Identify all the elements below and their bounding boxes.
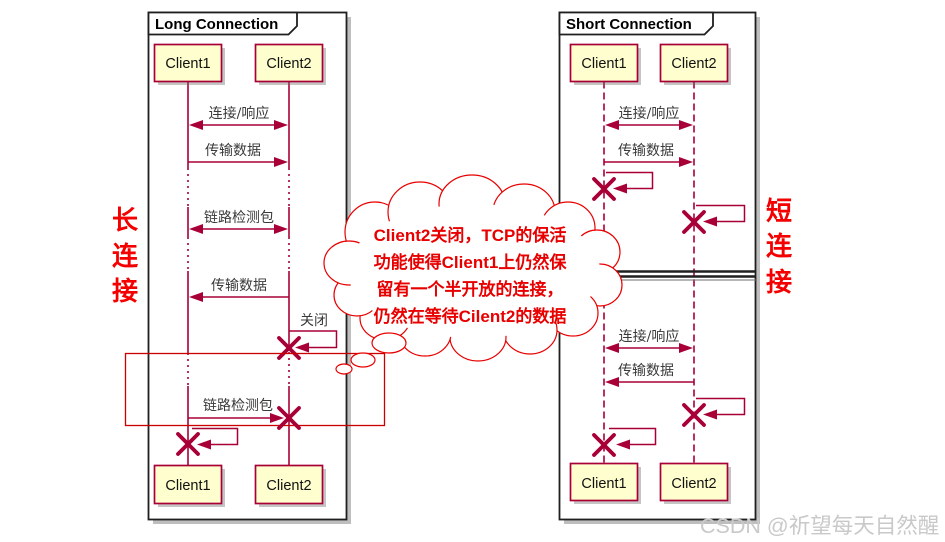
- arrowhead-left: [189, 292, 203, 302]
- message-label: 连接/响应: [619, 328, 680, 345]
- side-label-char: 短: [766, 196, 792, 226]
- participant-client1-bottom: Client1: [569, 462, 641, 504]
- cloud-text-line: 功能使得Client1上仍然保: [374, 252, 568, 272]
- message-transfer-data-1: 传输数据: [604, 143, 693, 167]
- message-label: 连接/响应: [209, 105, 270, 122]
- participant-label: Client2: [671, 476, 716, 492]
- message-label: 传输数据: [618, 143, 674, 159]
- message-transfer-data-2: 传输数据: [189, 278, 289, 302]
- destroy-x-icon: [682, 210, 706, 234]
- self-message-line: [289, 330, 338, 349]
- message-label: 传输数据: [211, 278, 267, 294]
- destroy-x-icon: [592, 177, 616, 201]
- frame-title: Short Connection: [566, 16, 692, 33]
- message-label: 连接/响应: [619, 105, 680, 122]
- frame-title-tab: [558, 11, 714, 36]
- side-label-char: 连: [766, 231, 793, 261]
- self-message-line: [696, 204, 746, 223]
- message-connect-response: 连接/响应: [189, 105, 288, 130]
- message-close-self: 关闭: [277, 313, 338, 360]
- client1-self-destroy-1: [592, 171, 654, 201]
- frame-title-tab: [147, 11, 298, 36]
- csdn-watermark: CSDN @祈望每天自然醒: [700, 514, 939, 538]
- frame-border: [147, 11, 348, 521]
- arrowhead-left: [605, 120, 619, 130]
- arrowhead-right: [679, 343, 693, 353]
- message-connect-response-1: 连接/响应: [605, 105, 693, 130]
- message-transfer-data-2: 传输数据: [605, 363, 694, 387]
- arrowhead-left: [605, 377, 619, 387]
- message-connect-response-2: 连接/响应: [605, 328, 693, 353]
- message-label: 链路检测包: [204, 210, 274, 226]
- arrowhead-right: [679, 157, 693, 167]
- side-label-char: 接: [112, 276, 138, 306]
- arrowhead-left: [605, 343, 619, 353]
- self-message-line: [606, 171, 654, 190]
- side-label-char: 接: [766, 267, 792, 297]
- participant-client1-top: Client1: [153, 43, 225, 85]
- arrowhead-right: [274, 157, 288, 167]
- cloud-text-line: 留有一个半开放的连接，: [377, 279, 564, 299]
- arrowhead-left: [703, 409, 717, 420]
- self-message-line: [609, 427, 657, 446]
- self-message-line: [696, 397, 746, 416]
- thought-bubble-small: [335, 363, 353, 375]
- long-connection-side-label: 长 连 接: [112, 205, 139, 306]
- short-connection-frame: Short Connection 连接/响应 传输数据: [558, 11, 760, 524]
- arrowhead-left: [703, 216, 717, 227]
- message-label: 关闭: [300, 313, 328, 329]
- participant-label: Client2: [266, 478, 311, 494]
- participant-label: Client1: [581, 56, 626, 72]
- client2-self-destroy-2: [682, 397, 746, 427]
- side-label-char: 长: [112, 205, 139, 235]
- participant-client2-top: Client2: [659, 43, 731, 85]
- participant-label: Client1: [581, 476, 626, 492]
- participant-client2-bottom: Client2: [659, 462, 731, 504]
- participant-label: Client1: [165, 56, 210, 72]
- participant-client1-bottom: Client1: [153, 464, 225, 507]
- thought-cloud: Client2关闭，TCP的保活 功能使得Client1上仍然保 留有一个半开放…: [323, 174, 623, 375]
- destroy-x-icon: [592, 433, 616, 457]
- cloud-text-line: 仍然在等待Cilent2的数据: [373, 306, 567, 326]
- arrowhead-right: [274, 224, 288, 234]
- arrowhead-left: [613, 183, 627, 194]
- message-link-probe-2: 链路检测包: [188, 398, 301, 430]
- participant-client1-top: Client1: [569, 43, 641, 85]
- thought-bubble-medium: [350, 352, 376, 368]
- message-label: 链路检测包: [203, 398, 273, 414]
- arrowhead-right: [679, 120, 693, 130]
- participant-label: Client2: [266, 56, 311, 72]
- thought-bubble-large: [371, 332, 407, 354]
- destroy-x-icon: [682, 403, 706, 427]
- arrowhead-left: [189, 224, 203, 234]
- arrowhead-right: [270, 413, 284, 423]
- participant-label: Client2: [671, 56, 716, 72]
- message-label: 传输数据: [205, 143, 261, 159]
- participant-client2-bottom: Client2: [254, 464, 326, 507]
- message-link-probe-1: 链路检测包: [189, 210, 288, 234]
- arrowhead-right: [274, 120, 288, 130]
- client1-self-destroy: [176, 427, 239, 456]
- client1-self-destroy-2: [592, 427, 657, 457]
- destroy-x-icon: [277, 406, 301, 430]
- arrowhead-left: [189, 120, 203, 130]
- client2-self-destroy-1: [682, 204, 746, 234]
- frame-title: Long Connection: [155, 16, 278, 33]
- cloud-text-line: Client2关闭，TCP的保活: [374, 225, 567, 245]
- arrowhead-left: [197, 439, 211, 450]
- arrowhead-left: [616, 439, 630, 450]
- short-connection-side-label: 短 连 接: [766, 196, 793, 297]
- destroy-x-icon: [277, 336, 301, 360]
- side-label-char: 连: [112, 241, 139, 271]
- highlight-rectangle: [124, 352, 386, 427]
- self-message-line: [192, 427, 239, 446]
- destroy-x-icon: [176, 432, 200, 456]
- message-label: 传输数据: [618, 363, 674, 379]
- participant-client2-top: Client2: [254, 43, 326, 85]
- long-connection-frame: Long Connection 连接/响应: [124, 11, 386, 524]
- participant-label: Client1: [165, 478, 210, 494]
- message-transfer-data-1: 传输数据: [188, 143, 288, 167]
- arrowhead-left: [295, 342, 309, 353]
